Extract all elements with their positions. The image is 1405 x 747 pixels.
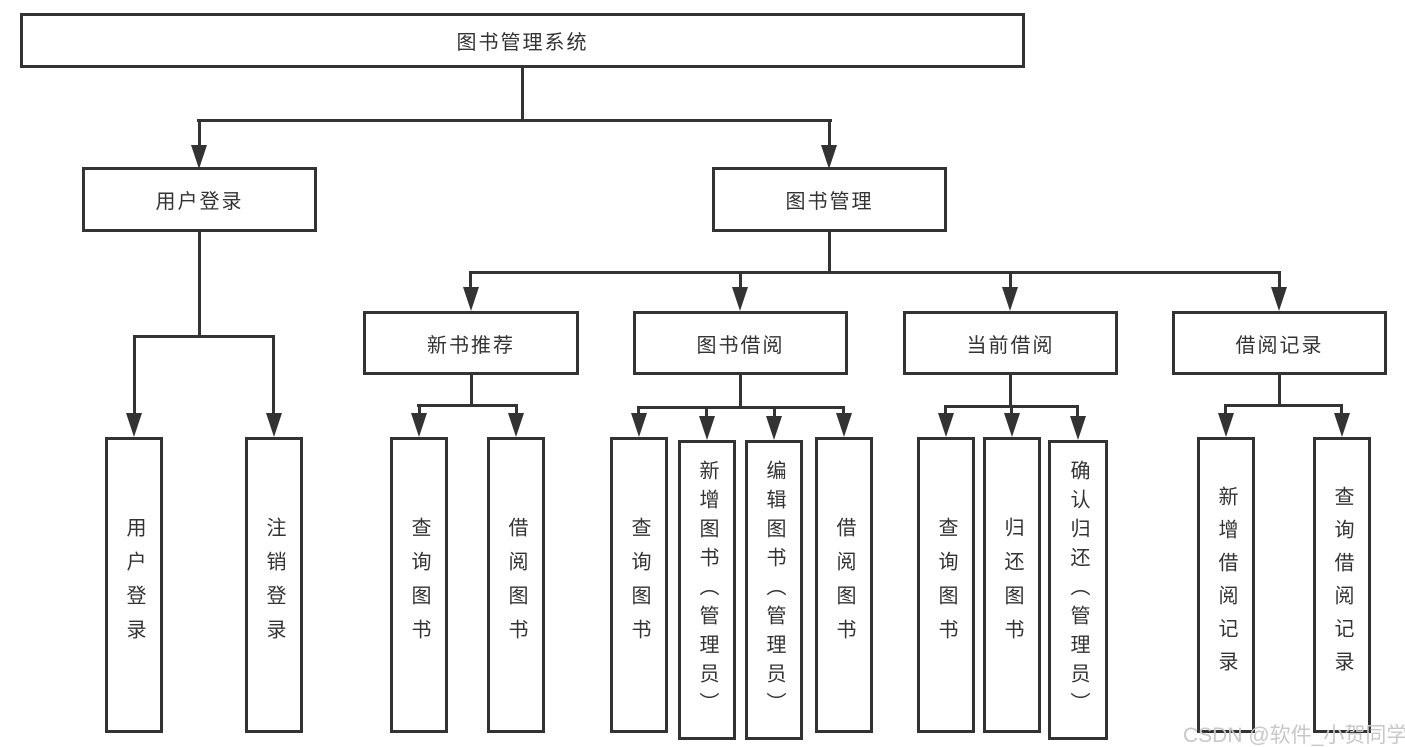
arrowhead [1004,413,1020,437]
connector-drop [418,404,421,416]
connector-drop [1340,404,1343,416]
connector-root-split [197,119,832,122]
node-label: 用户登录 [123,517,145,653]
connector-drop [133,335,136,415]
node-label: 图书借阅 [696,334,785,357]
node-label: 图书管理 [785,191,874,213]
connector-user-login-split [133,335,275,338]
connector-drop [1010,405,1013,416]
connector-split [417,404,518,407]
node-label: 借阅图书 [505,517,527,653]
arrowhead [191,145,207,169]
node-book-borrow: 图书借阅 [633,311,848,375]
arrowhead [1271,287,1287,311]
connector-drop [739,271,742,291]
node-leaf-confirm-return-admin: 确认归还（管理员） [1048,440,1108,740]
node-label: 图书管理系统 [456,32,589,54]
connector-drop [515,404,518,416]
node-label: 归还图书 [1001,517,1023,653]
node-label: 查询图书 [408,517,430,653]
arrowhead [766,416,782,440]
connector-book-management-stem [828,232,831,273]
arrowhead [836,413,852,437]
arrowhead [1070,416,1086,440]
connector-stem [1009,374,1012,407]
connector-drop [1278,271,1281,291]
arrowhead [266,413,282,437]
node-leaf-query-books: 查询图书 [917,437,975,733]
connector-drop [272,335,275,415]
arrowhead [126,413,142,437]
node-label: 借阅记录 [1235,334,1324,357]
connector-drop-book-management [828,119,831,149]
node-leaf-query-books: 查询图书 [610,437,668,733]
connector-drop-user-login [198,119,201,149]
node-leaf-add-borrow-record: 新增借阅记录 [1197,437,1255,733]
node-library-management-system: 图书管理系统 [20,13,1025,68]
node-user-login: 用户登录 [82,167,317,232]
node-label: 用户登录 [155,191,244,213]
connector-stem [470,374,473,406]
node-label: 编辑图书（管理员） [763,459,785,721]
node-label: 注销登录 [263,517,285,653]
node-book-management: 图书管理 [712,167,947,232]
connector-drop [637,406,640,416]
connector-root-stem [521,68,524,121]
node-label: 新增图书（管理员） [696,459,718,721]
connector-user-login-stem [198,232,201,337]
connector-book-management-split [469,271,1280,274]
node-leaf-query-books: 查询图书 [390,437,448,733]
node-label: 确认归还（管理员） [1067,459,1089,721]
connector-drop [1224,404,1227,416]
arrowhead [732,287,748,311]
node-current-borrow: 当前借阅 [903,311,1118,375]
connector-drop [944,405,947,416]
node-borrow-records: 借阅记录 [1172,311,1387,375]
arrowhead [699,416,715,440]
arrowhead [1218,413,1234,437]
arrowhead [631,413,647,437]
node-label: 借阅图书 [833,517,855,653]
connector-split [1224,404,1343,407]
watermark: CSDN @软件_小贺同学 [1183,724,1405,747]
node-leaf-return-books: 归还图书 [983,437,1041,733]
node-leaf-logout: 注销登录 [245,437,303,733]
arrowhead [463,287,479,311]
node-new-book-recommend: 新书推荐 [363,311,579,375]
connector-split [637,406,845,409]
node-label: 查询图书 [935,517,957,653]
arrowhead [821,145,837,169]
connector-drop [773,406,776,418]
node-label: 当前借阅 [966,334,1055,357]
node-label: 查询图书 [628,517,650,653]
arrowhead [508,413,524,437]
node-leaf-user-login: 用户登录 [105,437,163,733]
node-label: 新增借阅记录 [1215,486,1237,684]
arrowhead [938,413,954,437]
node-leaf-add-books-admin: 新增图书（管理员） [678,440,736,740]
connector-stem [1278,374,1281,406]
connector-drop [1009,271,1012,291]
connector-drop [842,406,845,416]
node-label: 新书推荐 [427,334,515,357]
connector-drop [1076,405,1079,419]
node-leaf-borrow-books: 借阅图书 [815,437,873,733]
connector-drop [705,406,708,418]
arrowhead [1334,413,1350,437]
node-leaf-query-borrow-record: 查询借阅记录 [1313,437,1371,733]
connector-stem [739,374,742,408]
arrowhead [411,413,427,437]
arrowhead [1002,287,1018,311]
connector-drop [469,271,472,291]
node-leaf-borrow-books: 借阅图书 [487,437,545,733]
node-leaf-edit-books-admin: 编辑图书（管理员） [745,440,803,740]
node-label: 查询借阅记录 [1331,486,1353,684]
